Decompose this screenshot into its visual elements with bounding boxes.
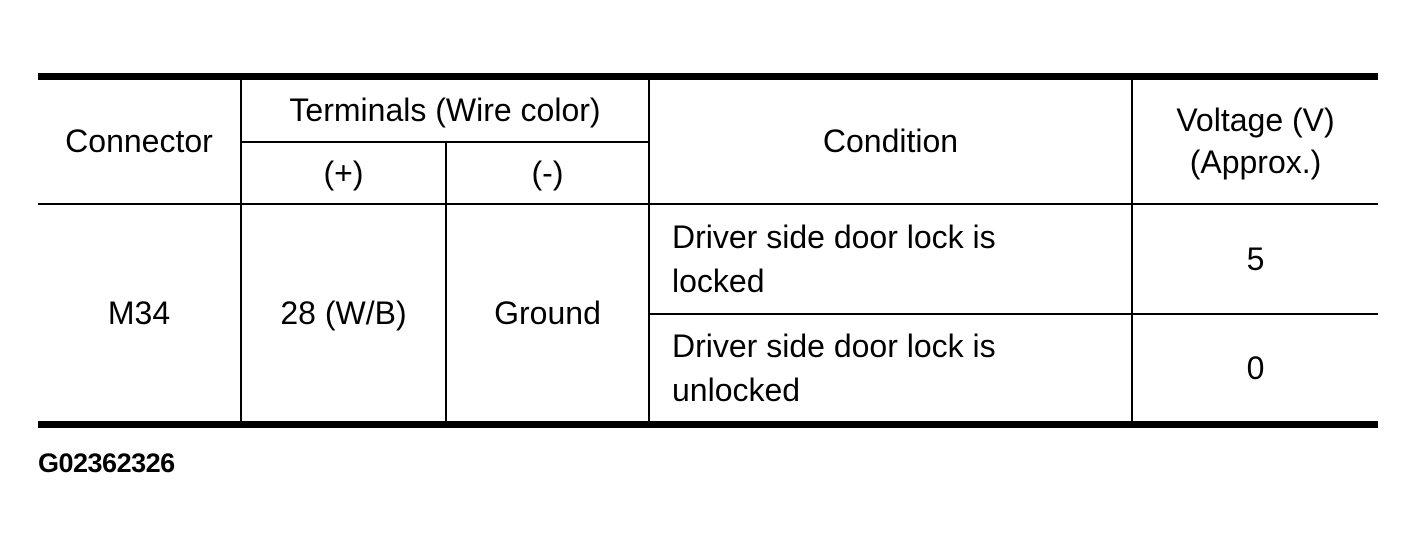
header-connector: Connector [38,80,242,203]
cell-terminal-minus-value: Ground [447,205,650,421]
condition-locked-text: Driver side door lock is locked [672,219,996,299]
table-header-row: Connector Terminals (Wire color) (+) (-)… [38,80,1378,205]
header-voltage-line1: Voltage (V) [1176,101,1335,138]
condition-unlocked-text: Driver side door lock is unlocked [672,328,996,408]
cell-voltage-unlocked: 0 [1246,349,1265,386]
header-condition: Condition [650,80,1133,203]
header-terminals-group: Terminals (Wire color) (+) (-) [242,80,650,203]
cell-voltage-locked: 5 [1246,240,1265,277]
condition-voltage-group: Driver side door lock is locked 5 Driver… [650,205,1378,421]
header-terminal-plus: (+) [242,143,447,203]
header-voltage: Voltage (V) (Approx.) [1133,80,1378,203]
cell-condition-unlocked: Driver side door lock is unlocked [650,315,1133,421]
cell-terminal-plus-value: 28 (W/B) [242,205,447,421]
figure-id: G02362326 [38,448,175,478]
table-body-row: M34 28 (W/B) Ground Driver side door loc… [38,205,1378,421]
cell-condition-locked: Driver side door lock is locked [650,205,1133,313]
voltage-spec-table: Connector Terminals (Wire color) (+) (-)… [38,73,1378,428]
condition-row-locked: Driver side door lock is locked 5 [650,205,1378,315]
header-voltage-line2: (Approx.) [1189,143,1322,180]
header-terminals-subrow: (+) (-) [242,143,648,203]
header-terminal-minus: (-) [531,154,564,191]
header-terminals: Terminals (Wire color) [242,80,648,143]
condition-row-unlocked: Driver side door lock is unlocked 0 [650,315,1378,421]
cell-connector-value: M34 [38,205,242,421]
